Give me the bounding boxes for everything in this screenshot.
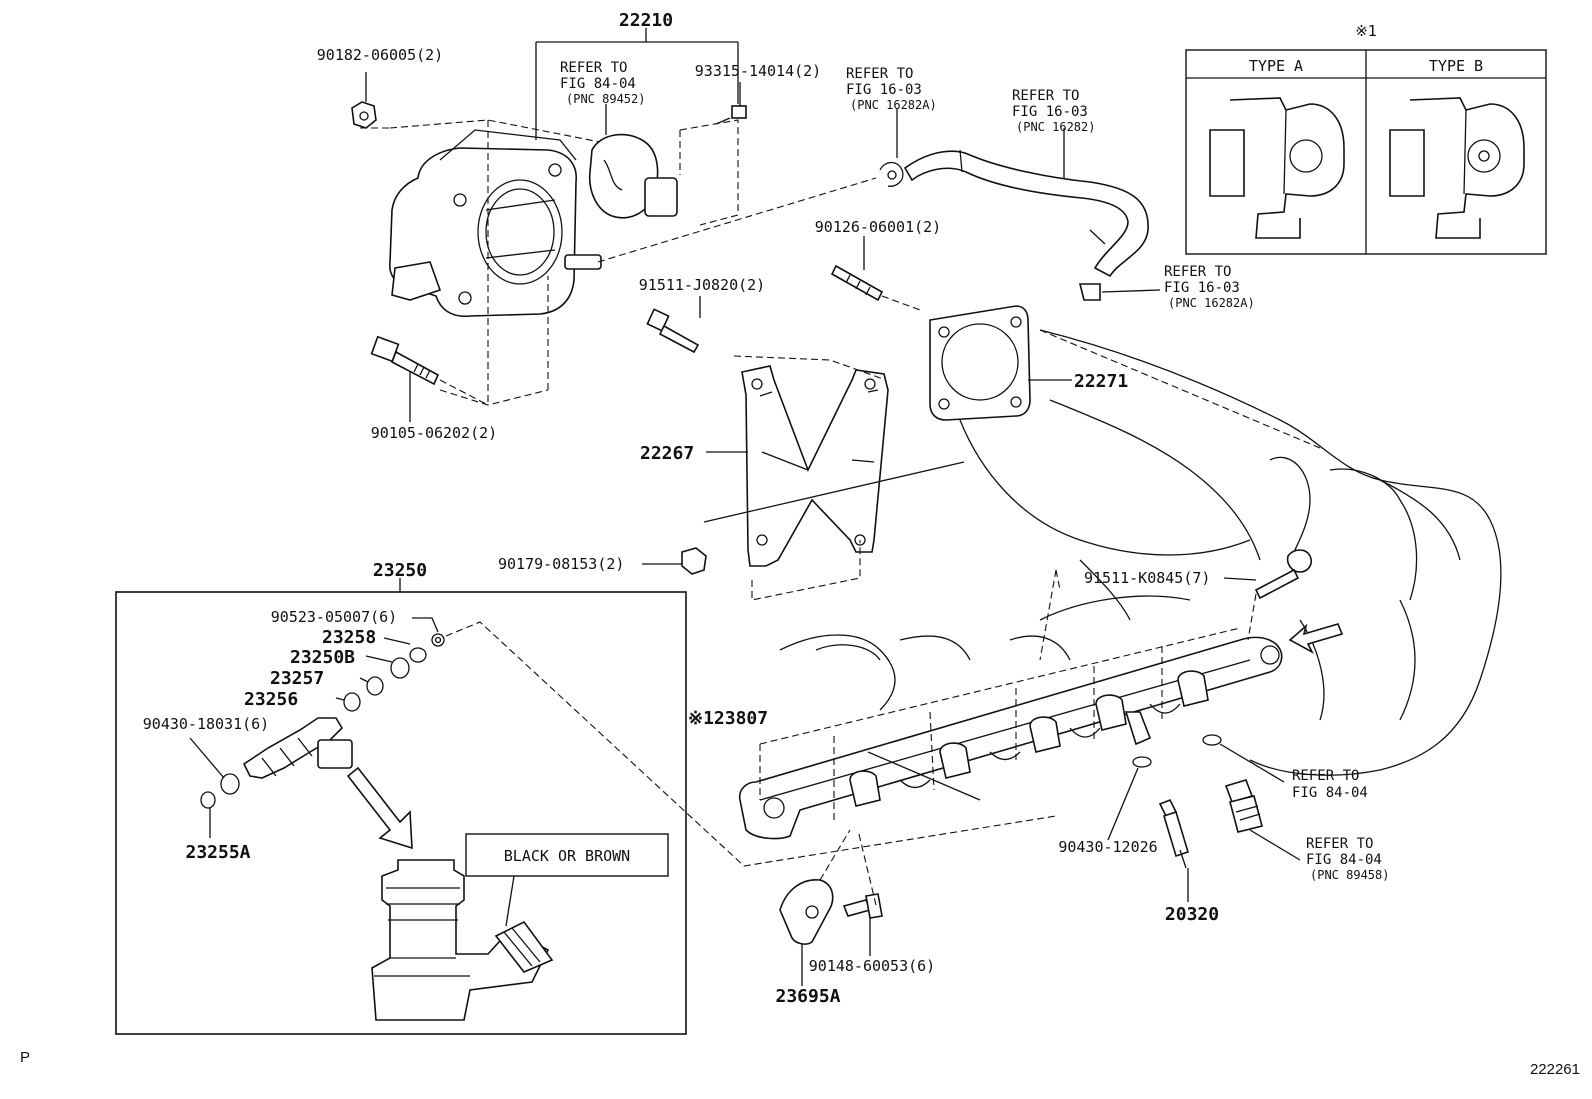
fuel-delivery-pipe bbox=[738, 636, 1283, 840]
hose-drawing bbox=[903, 149, 1149, 301]
seal-refer bbox=[1202, 734, 1222, 746]
gasket-22271 bbox=[929, 305, 1031, 421]
label-93315: 93315-14014(2) bbox=[695, 62, 821, 80]
ref-84b-line3: (PNC 89458) bbox=[1310, 868, 1389, 882]
ref-hose-a-line2: FIG 16-03 bbox=[846, 82, 922, 98]
ref-clip-line2: FIG 16-03 bbox=[1164, 280, 1240, 296]
label-91511-k0845: 91511-K0845(7) bbox=[1084, 569, 1210, 587]
ref-hose-line3: (PNC 16282) bbox=[1016, 120, 1095, 134]
nut-90182 bbox=[351, 101, 377, 129]
label-23257: 23257 bbox=[270, 668, 324, 689]
ref-hose-line1: REFER TO bbox=[1012, 88, 1079, 104]
legend-mark: ※1 bbox=[1355, 22, 1377, 40]
bolt-90148 bbox=[842, 893, 883, 919]
ref-tps-line2: FIG 84-04 bbox=[560, 76, 636, 92]
label-90430-18031: 90430-18031(6) bbox=[143, 715, 269, 733]
ref-tps-line1: REFER TO bbox=[560, 60, 627, 76]
throttle-body-drawing bbox=[389, 129, 602, 318]
label-23255a: 23255A bbox=[185, 842, 250, 863]
intake-manifold-drawing bbox=[779, 329, 1502, 776]
screw-93315 bbox=[715, 105, 747, 125]
label-90126: 90126-06001(2) bbox=[815, 218, 941, 236]
ref-tps-line3: (PNC 89452) bbox=[566, 92, 645, 106]
clip-23695a bbox=[779, 879, 834, 945]
label-23258: 23258 bbox=[322, 627, 376, 648]
label-90179: 90179-08153(2) bbox=[498, 555, 624, 573]
label-22271: 22271 bbox=[1074, 371, 1128, 392]
label-23695a: 23695A bbox=[775, 986, 840, 1007]
corner-left-mark: P bbox=[20, 1049, 30, 1066]
label-90430-12026: 90430-12026 bbox=[1058, 838, 1157, 856]
label-90182: 90182-06005(2) bbox=[317, 46, 443, 64]
ref-84a-line1: REFER TO bbox=[1292, 768, 1359, 784]
type-legend bbox=[1185, 49, 1547, 255]
throttle-position-sensor bbox=[588, 133, 678, 219]
label-23807: ※123807 bbox=[688, 708, 768, 729]
label-22267: 22267 bbox=[640, 443, 694, 464]
fuel-sensor-89458 bbox=[1224, 779, 1263, 833]
label-20320: 20320 bbox=[1165, 904, 1219, 925]
ref-hose-line2: FIG 16-03 bbox=[1012, 104, 1088, 120]
label-22210: 22210 bbox=[619, 10, 673, 31]
label-23250: 23250 bbox=[373, 560, 427, 581]
ref-hose-a-line3: (PNC 16282A) bbox=[850, 98, 937, 112]
ref-84b-line2: FIG 84-04 bbox=[1306, 852, 1382, 868]
bolt-91511-k0845 bbox=[1254, 549, 1313, 600]
hose-clamp bbox=[879, 161, 904, 187]
stud-90126 bbox=[830, 264, 884, 302]
label-black-or-brown: BLACK OR BROWN bbox=[504, 847, 630, 865]
legend-type-a: TYPE A bbox=[1249, 57, 1303, 75]
bracket-22267 bbox=[741, 365, 889, 567]
ref-clip-line1: REFER TO bbox=[1164, 264, 1231, 280]
injector-kit-box bbox=[115, 591, 687, 1035]
ref-clip-line3: (PNC 16282A) bbox=[1168, 296, 1255, 310]
label-23256: 23256 bbox=[244, 689, 298, 710]
seal-90430-12026 bbox=[1132, 756, 1152, 768]
ref-hose-a-line1: REFER TO bbox=[846, 66, 913, 82]
label-91511-j0820: 91511-J0820(2) bbox=[639, 276, 765, 294]
nut-90179 bbox=[681, 547, 707, 575]
label-90523: 90523-05007(6) bbox=[271, 608, 397, 626]
label-90105: 90105-06202(2) bbox=[371, 424, 497, 442]
diagram-number: 222261 bbox=[1530, 1061, 1580, 1078]
injector-parts-drawing bbox=[200, 633, 554, 1021]
ref-84a-line2: FIG 84-04 bbox=[1292, 785, 1368, 801]
label-23250b: 23250B bbox=[290, 647, 355, 668]
ref-84b-line1: REFER TO bbox=[1306, 836, 1373, 852]
black-or-brown-box bbox=[465, 833, 669, 877]
bolt-90105 bbox=[370, 335, 440, 386]
label-90148: 90148-60053(6) bbox=[809, 957, 935, 975]
pulsation-damper-20320 bbox=[1158, 798, 1189, 869]
legend-type-b: TYPE B bbox=[1429, 57, 1483, 75]
bolt-91511-j0820 bbox=[646, 308, 700, 354]
